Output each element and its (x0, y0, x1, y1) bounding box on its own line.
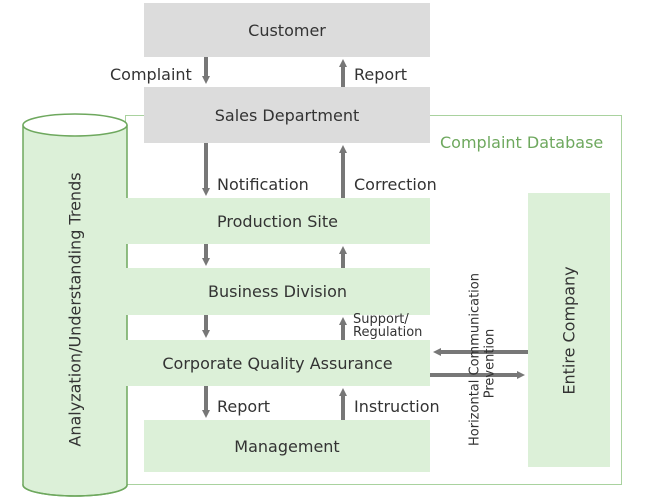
corporate-quality-assurance-label: Corporate Quality Assurance (162, 353, 393, 373)
corporate-quality-assurance-box: Corporate Quality Assurance (125, 340, 430, 386)
production-site-label: Production Site (217, 211, 338, 231)
report-to-management-label: Report (217, 397, 271, 416)
business-division-label: Business Division (207, 282, 348, 301)
management-box: Management (144, 420, 430, 472)
customer-box: Customer (144, 3, 430, 57)
horizontal-communication-label: Horizontal Communication (467, 273, 483, 446)
business-division-box: Business Division (125, 268, 430, 315)
report-to-customer-label: Report (354, 65, 408, 84)
instruction-label: Instruction (354, 397, 440, 416)
notification-label: Notification (217, 175, 309, 194)
support-regulation-label: Support/ Regulation (353, 312, 423, 340)
correction-label: Correction (354, 175, 437, 194)
sales-department-box: Sales Department (144, 87, 430, 143)
entire-company-label: Entire Company (559, 265, 579, 395)
complaint-label: Complaint (110, 65, 192, 84)
trend-cylinder (22, 113, 128, 497)
complaint-database-title: Complaint Database (440, 133, 604, 152)
cylinder-label: Analyzation/Understanding Trends (65, 172, 85, 447)
entire-company-box: Entire Company (528, 193, 610, 467)
sales-department-label: Sales Department (214, 105, 360, 125)
prevention-label: Prevention (482, 328, 498, 399)
customer-label: Customer (248, 20, 326, 40)
production-site-box: Production Site (125, 198, 430, 244)
management-label: Management (234, 436, 340, 456)
